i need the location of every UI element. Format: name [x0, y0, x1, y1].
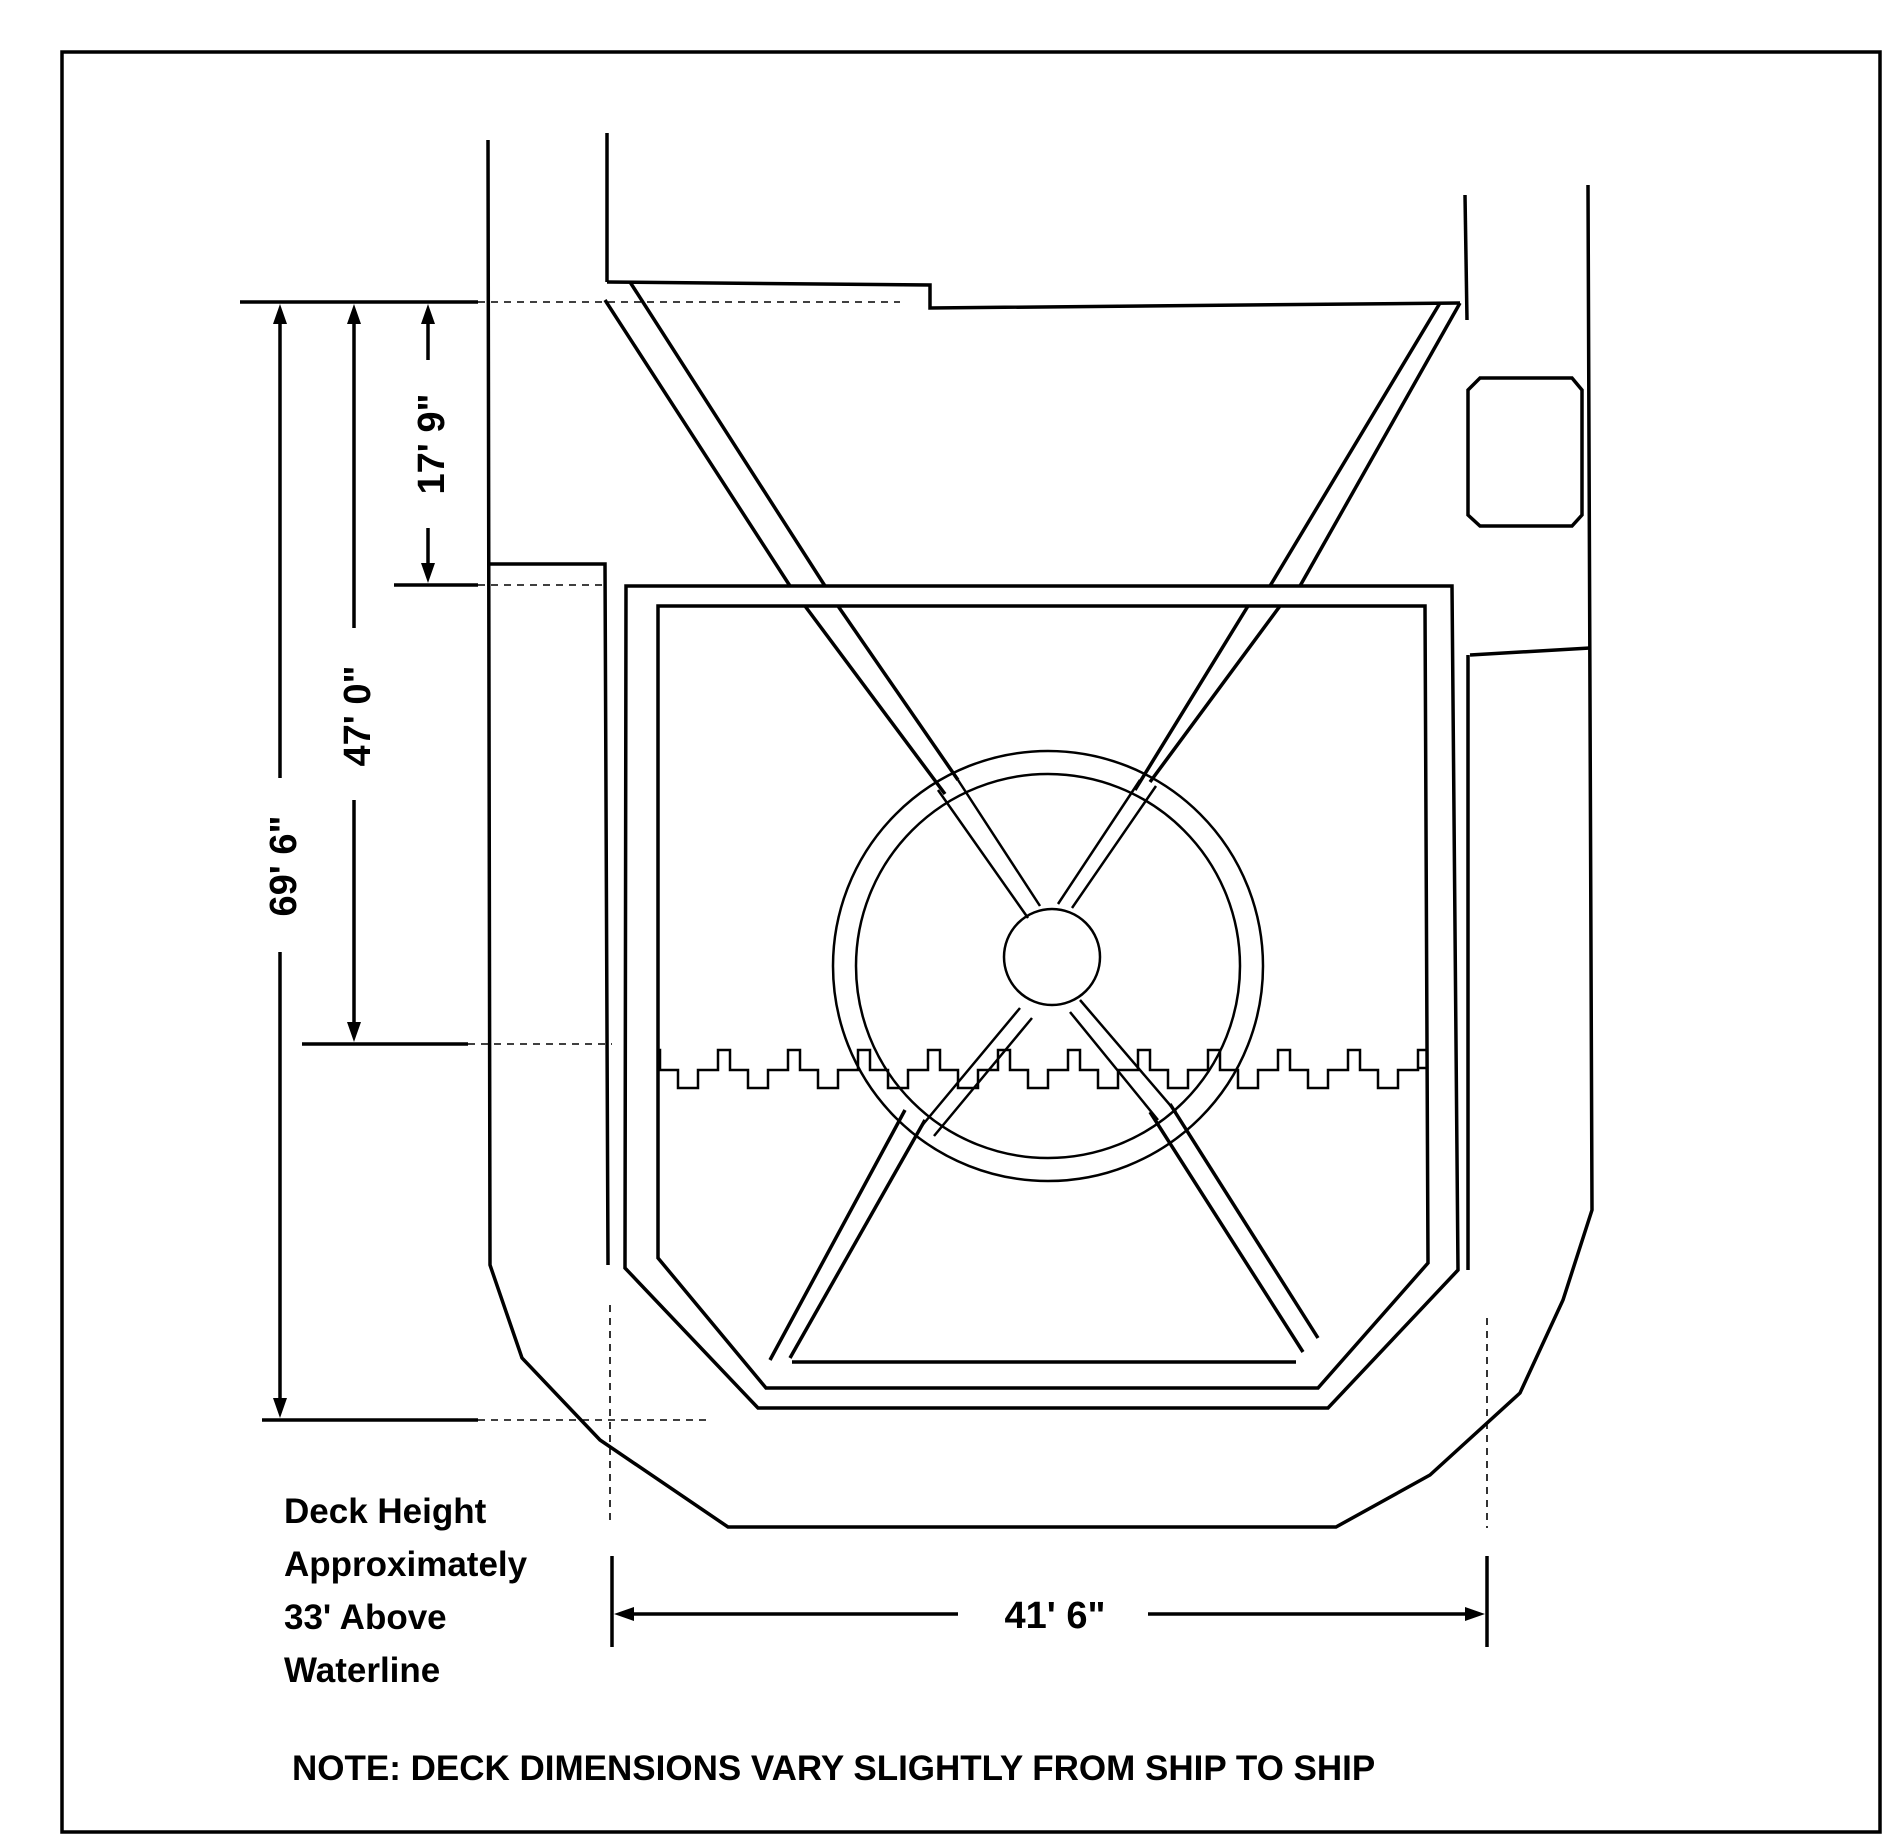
landing-circle-inner [854, 772, 1242, 1160]
width-label: 41' 6" [1004, 1595, 1105, 1637]
height-mid-label: 47' 0" [337, 665, 379, 766]
deck-house [1466, 376, 1584, 528]
height-top-dimension [394, 304, 478, 587]
height-total-label: 69' 6" [263, 815, 305, 916]
width-dimension [610, 1556, 1489, 1647]
height-total-dimension [240, 300, 478, 1422]
deck-dimensions-note: NOTE: DECK DIMENSIONS VARY SLIGHTLY FROM… [292, 1749, 1375, 1788]
height-mid-dimension [302, 304, 468, 1046]
diagram-frame [60, 50, 1882, 1834]
landing-center-hub [1002, 907, 1102, 1007]
dimension-extension-lines [468, 301, 1488, 1528]
flight-deck [603, 280, 1462, 1410]
height-top-label: 17' 9" [411, 393, 453, 494]
deck-height-note-line1: Deck Height [284, 1492, 487, 1531]
deck-height-note-line2: Approximately [284, 1545, 528, 1584]
deck-marker-row [658, 1048, 1426, 1090]
deck-height-note-line3: 33' Above [284, 1598, 447, 1637]
ship-hull-outline [486, 133, 1594, 1529]
deck-height-note-line4: Waterline [284, 1651, 440, 1690]
landing-circle-outer [831, 749, 1265, 1183]
